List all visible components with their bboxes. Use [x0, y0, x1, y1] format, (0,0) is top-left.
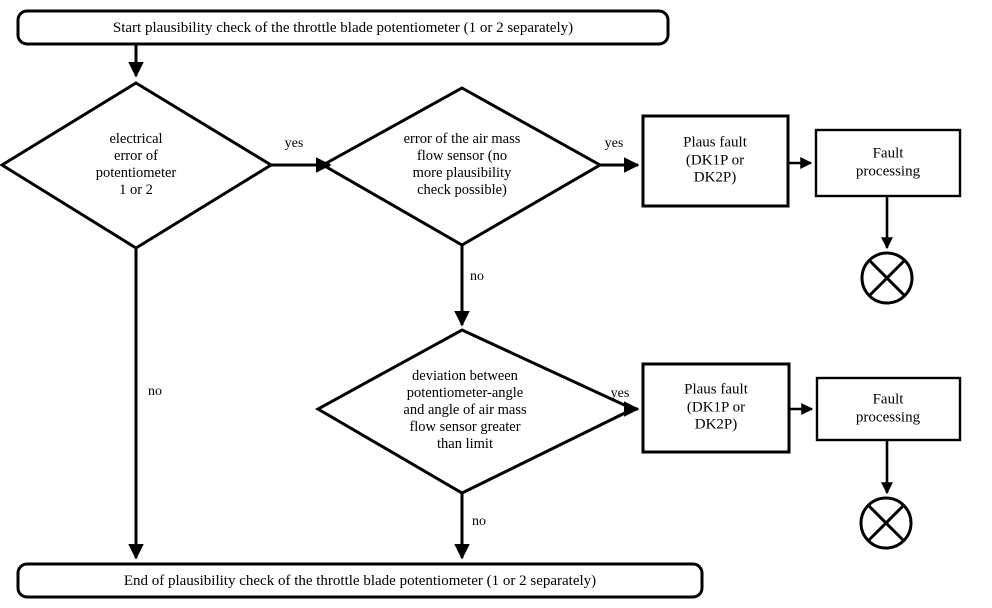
decision-electrical-error-shape — [0, 81, 274, 250]
end-node-shape — [16, 562, 704, 599]
fault-processing-top-shape — [814, 128, 962, 198]
terminator-bottom-shape — [859, 496, 913, 550]
terminator-top-shape — [860, 251, 914, 305]
decision-air-mass-error-shape — [319, 86, 604, 247]
fault-processing-bottom-shape — [815, 376, 962, 442]
decision-deviation-shape — [314, 328, 637, 495]
plaus-fault-bottom-shape — [641, 362, 791, 454]
plaus-fault-top-shape — [641, 114, 790, 208]
start-node-shape — [16, 9, 670, 46]
